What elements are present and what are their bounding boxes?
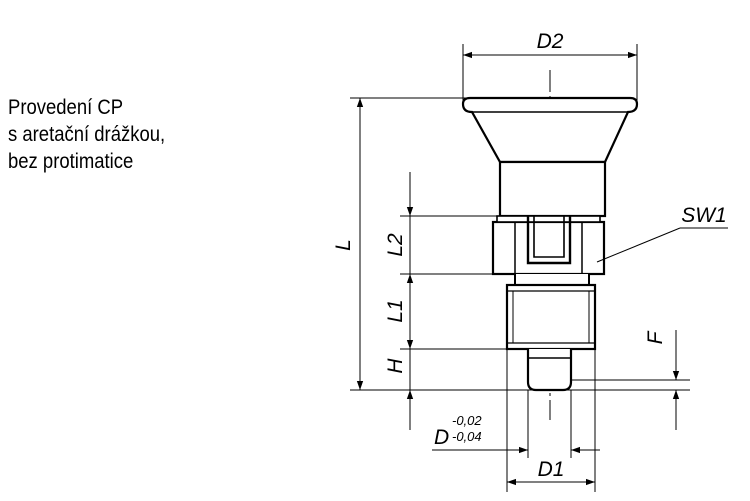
plunger-neck (498, 160, 607, 218)
h-label: H (384, 358, 407, 374)
l2-label: L2 (384, 233, 407, 257)
d2-label: D2 (537, 30, 564, 53)
sw1-leader (596, 227, 681, 263)
d-label: D (434, 426, 449, 449)
sw1-label: SW1 (681, 204, 727, 227)
variant-description: Provedení CP s aretační drážkou, bez pro… (8, 94, 165, 175)
threaded-shank (505, 283, 597, 351)
description-line-2: s aretační drážkou, (8, 123, 166, 146)
locking-groove-inner (533, 216, 565, 258)
collar (514, 274, 590, 286)
locking-groove (526, 216, 572, 265)
d-tolerance-upper: -0,02 (452, 413, 482, 428)
description-line-1: Provedení CP (8, 96, 124, 119)
d1-label: D1 (538, 458, 565, 481)
f-label: F (644, 330, 667, 344)
hex-body (491, 220, 606, 276)
knob-head (461, 96, 639, 164)
l1-label: L1 (384, 299, 407, 322)
description-line-3: bez protimatice (8, 150, 134, 173)
l-label: L (332, 239, 355, 251)
d-tolerance-lower: -0,04 (452, 429, 482, 444)
plunger-pin (526, 349, 573, 392)
hex-chamfer-top (496, 215, 601, 223)
